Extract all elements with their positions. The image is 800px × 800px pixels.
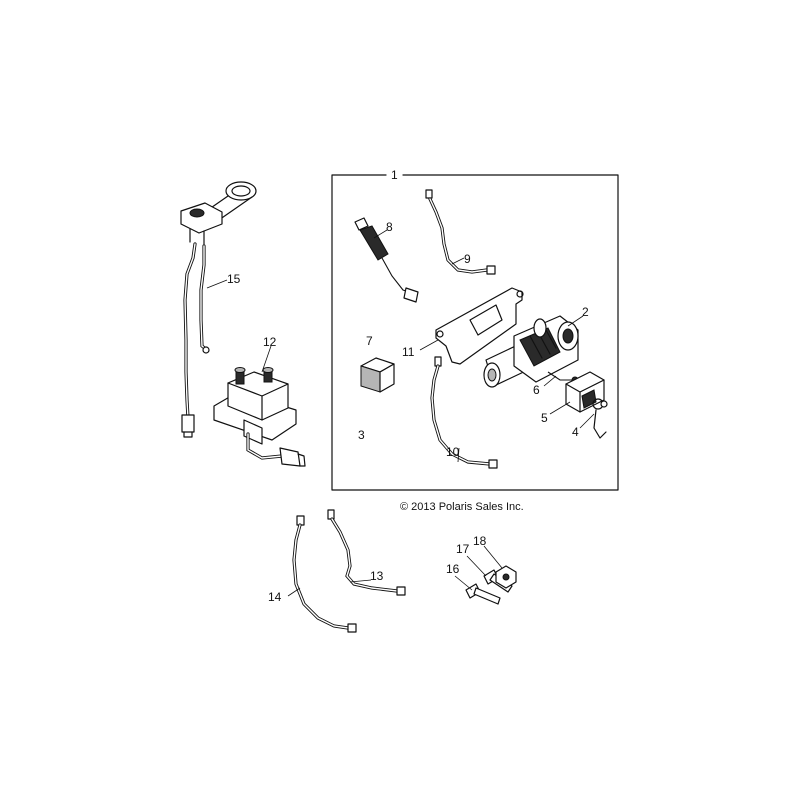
callout-8: 8 bbox=[386, 220, 393, 234]
callout-3: 3 bbox=[358, 428, 365, 442]
callout-17: 17 bbox=[456, 542, 470, 556]
callout-12: 12 bbox=[263, 335, 277, 349]
callout-9: 9 bbox=[464, 252, 471, 266]
callout-11: 11 bbox=[402, 345, 415, 359]
part-4-hook[interactable] bbox=[592, 398, 608, 439]
part-18-nut[interactable] bbox=[495, 565, 517, 589]
callout-15: 15 bbox=[227, 272, 241, 286]
part-15-switch-harness[interactable] bbox=[180, 181, 257, 438]
callout-7: 7 bbox=[366, 334, 373, 348]
part-16-bolt[interactable] bbox=[465, 583, 501, 605]
part-8-plug-pigtail[interactable] bbox=[354, 217, 419, 303]
part-10-cable[interactable] bbox=[430, 356, 498, 469]
part-2-winch[interactable] bbox=[483, 315, 579, 388]
callout-labels: 1 2 3 4 5 6 7 8 9 10 11 12 13 14 15 16 1… bbox=[227, 168, 589, 604]
leader-lines bbox=[206, 229, 595, 597]
part-5-fairlead[interactable] bbox=[565, 371, 605, 413]
part-12-contactor[interactable] bbox=[213, 367, 306, 467]
part-7-fuse-box[interactable] bbox=[360, 357, 395, 393]
callout-1: 1 bbox=[391, 168, 398, 182]
callout-6: 6 bbox=[533, 383, 540, 397]
part-14-cable[interactable] bbox=[292, 515, 357, 633]
callout-13: 13 bbox=[370, 569, 384, 583]
callout-4: 4 bbox=[572, 425, 579, 439]
copyright-text: © 2013 Polaris Sales Inc. bbox=[400, 501, 524, 513]
callout-16: 16 bbox=[446, 562, 460, 576]
part-13-cable[interactable] bbox=[327, 509, 406, 596]
part-11-mounting-plate[interactable] bbox=[435, 287, 524, 365]
callout-10: 10 bbox=[446, 445, 460, 459]
callout-5: 5 bbox=[541, 411, 548, 425]
kit-boundary-box bbox=[331, 174, 619, 491]
callout-2: 2 bbox=[582, 305, 589, 319]
callout-14: 14 bbox=[268, 590, 282, 604]
part-9-cable[interactable] bbox=[425, 189, 496, 275]
callout-18: 18 bbox=[473, 534, 487, 548]
